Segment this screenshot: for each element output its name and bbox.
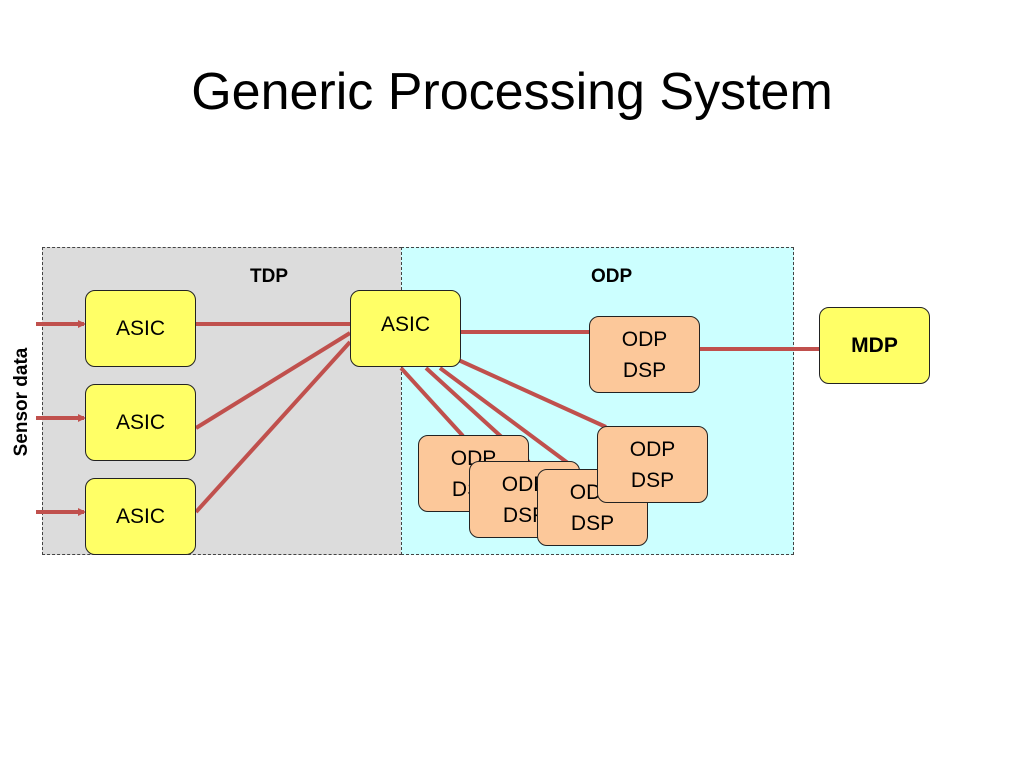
wire-asic-mid-to-dsp-a bbox=[399, 366, 465, 438]
odp-dsp-box-top: ODP DSP bbox=[589, 316, 700, 393]
tdp-label: TDP bbox=[250, 266, 288, 287]
wire-asic-mid-to-dsp-c bbox=[438, 366, 590, 480]
asic-box-2: ASIC bbox=[85, 384, 196, 461]
odp-dsp-d-line1: ODP bbox=[629, 437, 676, 461]
wire-asic3-to-asic-mid bbox=[194, 340, 352, 514]
wire-asic-mid-to-dsp-d bbox=[453, 356, 607, 429]
asic-mid-label: ASIC bbox=[380, 313, 430, 336]
asic-box-1: ASIC bbox=[85, 290, 196, 367]
odp-dsp-c-line2: DSP bbox=[570, 511, 615, 535]
asic-box-3: ASIC bbox=[85, 478, 196, 555]
slide-title: Generic Processing System bbox=[191, 63, 833, 121]
odp-dsp-d-line2: DSP bbox=[630, 468, 675, 492]
wire-asic2-to-asic-mid bbox=[194, 331, 352, 430]
asic-2-label: ASIC bbox=[115, 411, 165, 434]
odp-dsp-top-line2: DSP bbox=[622, 358, 667, 382]
odp-dsp-b-line1: ODP bbox=[501, 472, 548, 496]
mdp-label: MDP bbox=[851, 334, 898, 357]
asic-1-label: ASIC bbox=[115, 317, 165, 340]
mdp-box: MDP bbox=[819, 307, 930, 384]
odp-dsp-box-d: ODP DSP bbox=[597, 426, 708, 503]
asic-box-mid: ASIC bbox=[350, 290, 461, 367]
odp-label: ODP bbox=[591, 266, 633, 287]
asic-3-label: ASIC bbox=[115, 505, 165, 528]
odp-dsp-top-line1: ODP bbox=[621, 327, 668, 351]
odp-dsp-b-line2: DSP bbox=[502, 503, 547, 527]
